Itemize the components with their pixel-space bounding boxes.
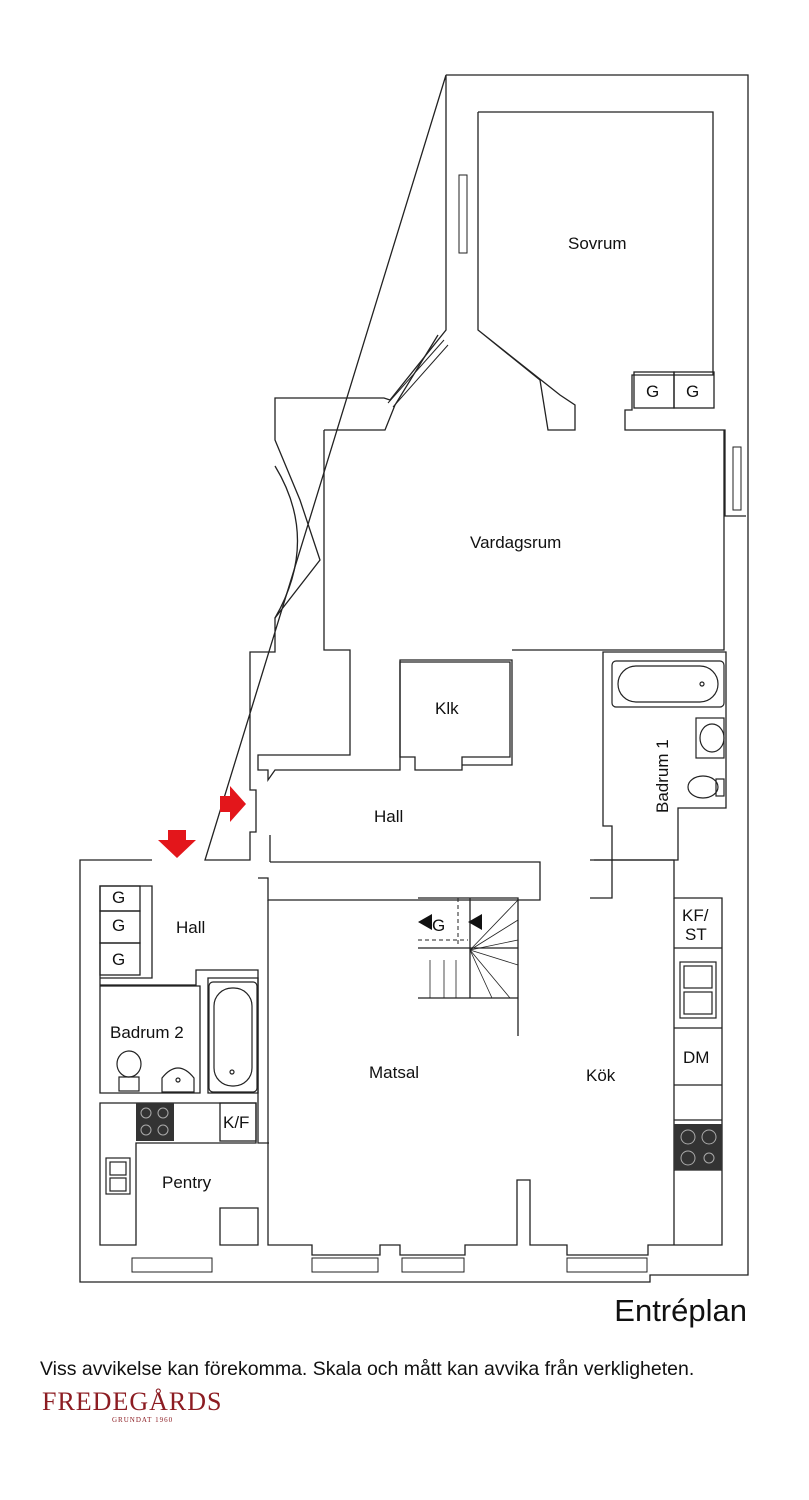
stair-icon xyxy=(418,898,519,999)
brand-logo: FREDEGÅRDS GRUNDAT 1960 xyxy=(42,1388,222,1425)
room-label-sovrum: Sovrum xyxy=(568,234,627,253)
appliance-kfst-line1: KF/ xyxy=(682,906,709,925)
window-icon xyxy=(732,446,742,511)
appliance-dm: DM xyxy=(683,1048,709,1067)
brand-tagline: GRUNDAT 1960 xyxy=(112,1416,174,1424)
vardagsrum-wall xyxy=(257,334,725,783)
window-icon xyxy=(387,339,445,404)
toilet-icon xyxy=(687,775,725,799)
room-label-badrum2: Badrum 2 xyxy=(110,1023,184,1042)
disclaimer-text: Viss avvikelse kan förekomma. Skala och … xyxy=(40,1358,695,1380)
bath2-tub-wall xyxy=(207,977,259,1094)
room-label-hall-lower: Hall xyxy=(176,918,205,937)
plan-title: Entréplan xyxy=(614,1293,747,1328)
stove-icon xyxy=(136,1103,174,1141)
klk-wall xyxy=(399,661,511,771)
brand-name: FREDEGÅRDS xyxy=(42,1387,223,1416)
matsal-wall xyxy=(267,859,723,1256)
cupboard-g: G xyxy=(686,382,699,401)
window-icon xyxy=(311,1257,379,1273)
appliance-kf: K/F xyxy=(223,1113,249,1132)
room-label-klk: Klk xyxy=(435,699,459,718)
bathtub-icon xyxy=(208,981,258,1093)
window-icon xyxy=(566,1257,648,1273)
room-label-badrum1: Badrum 1 xyxy=(653,739,672,813)
room-label-kok: Kök xyxy=(586,1066,616,1085)
bathtub-icon xyxy=(611,660,725,708)
kok-wall xyxy=(673,898,722,1245)
room-label-pentry: Pentry xyxy=(162,1173,212,1192)
sink-icon xyxy=(695,717,725,759)
stair-outline xyxy=(418,897,519,1036)
cupboard-g: G xyxy=(112,916,125,935)
windows xyxy=(131,174,742,1273)
window-icon xyxy=(131,1257,213,1273)
badrum1-wall xyxy=(602,651,727,861)
entrance-arrow-icon xyxy=(158,830,196,858)
room-label-matsal: Matsal xyxy=(369,1063,419,1082)
room-label-vardagsrum: Vardagsrum xyxy=(470,533,561,552)
sovrum-wall xyxy=(477,111,746,517)
window-icon xyxy=(401,1257,465,1273)
stove-icon xyxy=(674,1124,722,1170)
window-icon xyxy=(458,174,468,254)
cupboard-g: G xyxy=(646,382,659,401)
appliance-kfst-line2: ST xyxy=(685,925,707,944)
cupboard-g: G xyxy=(112,950,125,969)
sink-icon xyxy=(679,961,717,1019)
entrance-arrow-icon xyxy=(220,786,246,822)
sink-icon xyxy=(161,1067,195,1093)
toilet-icon xyxy=(116,1050,142,1092)
door-arc xyxy=(274,465,299,619)
cupboard-g-stair: G xyxy=(432,916,445,935)
sink-icon xyxy=(105,1157,131,1195)
floor-plan: G G G G G G xyxy=(79,74,749,1283)
cupboard-g: G xyxy=(112,888,125,907)
room-label-hall-upper: Hall xyxy=(374,807,403,826)
outer-wall xyxy=(79,74,749,1283)
hall-wall xyxy=(258,835,613,901)
